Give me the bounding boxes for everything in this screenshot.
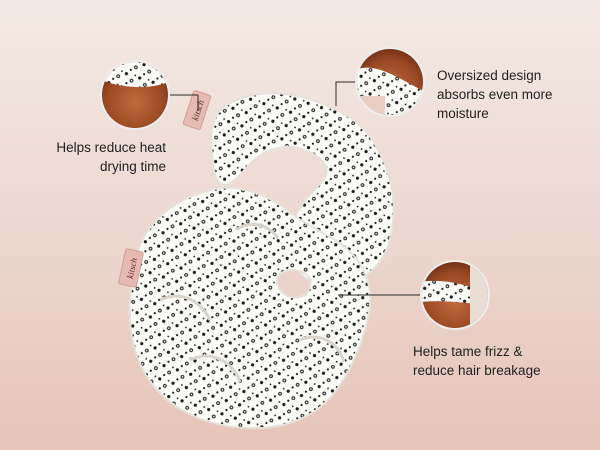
callout-tame-frizz: Helps tame frizz & reduce hair breakage: [413, 342, 583, 380]
hair-closeup-left: [100, 60, 170, 130]
callout-line: moisture: [437, 106, 489, 121]
callout-line: Helps reduce heat: [56, 140, 166, 155]
brand-tag-lower: kitsch: [118, 248, 144, 288]
callout-oversized-design: Oversized design absorbs even more moist…: [437, 66, 587, 123]
callout-line: absorbs even more: [437, 87, 553, 102]
hair-closeup-top-right: [355, 47, 425, 117]
brand-tag-upper: kitsch: [182, 90, 212, 130]
brand-tag-text: kitsch: [125, 256, 139, 279]
leader-lines: [168, 81, 422, 296]
callout-drying-time: Helps reduce heat drying time: [40, 138, 166, 176]
scrunchie-front: [128, 186, 372, 430]
callout-line: reduce hair breakage: [413, 363, 541, 378]
callout-line: drying time: [99, 159, 166, 174]
hair-closeup-bottom-right: [420, 260, 490, 330]
callout-line: Helps tame frizz &: [413, 344, 523, 359]
callout-line: Oversized design: [437, 68, 542, 83]
